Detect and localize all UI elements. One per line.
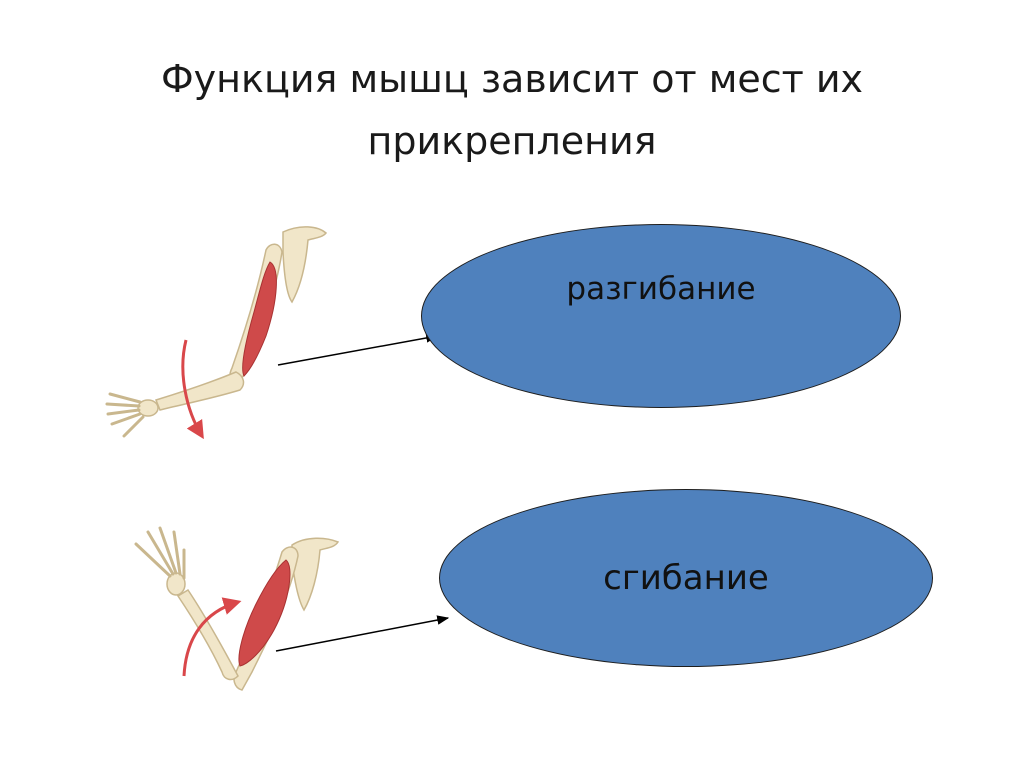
flexion-label: сгибание bbox=[603, 558, 769, 598]
extension-label: разгибание bbox=[566, 271, 756, 307]
hand-fingers bbox=[105, 392, 145, 438]
pointer-arrow-extension bbox=[277, 333, 439, 366]
forearm-bones bbox=[155, 371, 245, 411]
flexion-oval: сгибание bbox=[439, 489, 933, 667]
extension-motion-arrow bbox=[181, 339, 204, 440]
triceps-muscle bbox=[242, 261, 277, 377]
biceps-muscle bbox=[238, 559, 291, 667]
wrist-bones bbox=[137, 399, 159, 417]
title-line-2: прикрепления bbox=[367, 119, 657, 163]
scapula-shape bbox=[282, 226, 328, 304]
slide-title: Функция мышц зависит от мест их прикрепл… bbox=[60, 48, 964, 172]
arm-flexion-illustration bbox=[134, 526, 340, 691]
flexion-motion-arrow bbox=[182, 597, 242, 677]
extension-oval: разгибание bbox=[421, 224, 901, 408]
scapula-shape-lower bbox=[291, 537, 340, 612]
pointer-arrow-flexion bbox=[275, 615, 450, 652]
arm-extension-illustration bbox=[105, 226, 328, 440]
hand-fingers-lower bbox=[134, 526, 186, 580]
forearm-bones-lower bbox=[176, 588, 239, 681]
title-line-1: Функция мышц зависит от мест их bbox=[160, 57, 864, 101]
